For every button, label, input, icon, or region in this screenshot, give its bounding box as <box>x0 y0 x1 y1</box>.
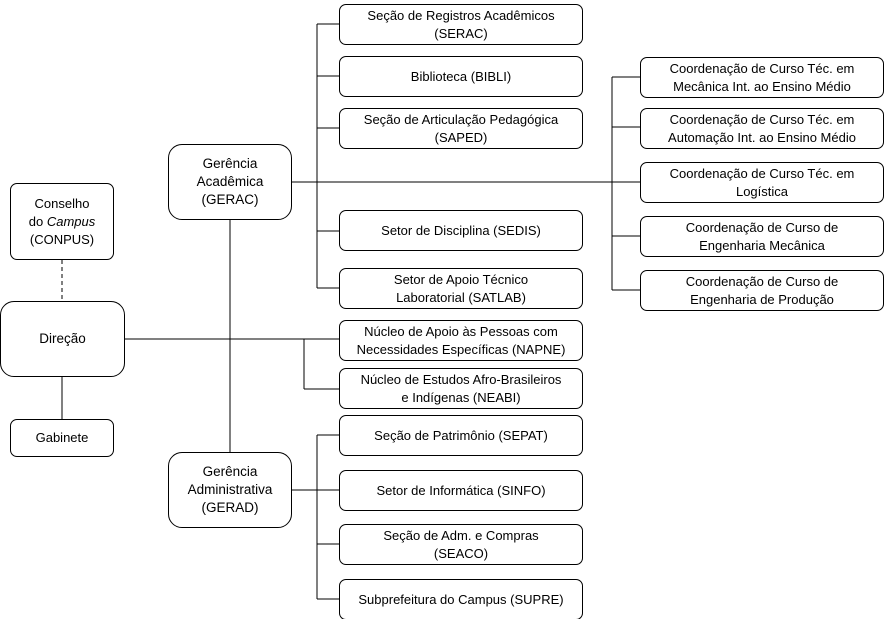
conpus-line1: Conselho <box>34 195 90 211</box>
seaco-box: Seção de Adm. e Compras (SEACO) <box>339 524 583 565</box>
coord-log-box: Coordenação de Curso Téc. em Logística <box>640 162 884 203</box>
sinfo-box: Setor de Informática (SINFO) <box>339 470 583 511</box>
coord-aut-int-box: Coordenação de Curso Téc. em Automação I… <box>640 108 884 149</box>
sinfo-line1: Setor de Informática (SINFO) <box>376 482 546 498</box>
neabi-line2: e Indígenas (NEABI) <box>401 389 521 405</box>
coord-eng-mec-line1: Coordenação de Curso de <box>685 219 839 235</box>
saped-line1: Seção de Articulação Pedagógica <box>363 111 559 127</box>
saped-line2: (SAPED) <box>434 129 488 145</box>
gerac-line1: Gerência <box>202 156 258 171</box>
gerad-line1: Gerência <box>202 464 258 479</box>
gabinete-box: Gabinete <box>10 419 114 457</box>
serac-box: Seção de Registros Acadêmicos (SERAC) <box>339 4 583 45</box>
conpus-line2-prefix: do <box>28 213 47 229</box>
gerac-line2: Acadêmica <box>196 174 264 189</box>
napne-box: Núcleo de Apoio às Pessoas com Necessida… <box>339 320 583 361</box>
conpus-line2: do Campus <box>29 213 96 231</box>
gabinete-line1: Gabinete <box>35 430 89 445</box>
coord-eng-mec-line2: Engenharia Mecânica <box>699 237 825 253</box>
serac-line2: (SERAC) <box>434 25 488 41</box>
seaco-line1: Seção de Adm. e Compras <box>383 527 539 543</box>
serac-line1: Seção de Registros Acadêmicos <box>367 7 555 23</box>
coord-aut-int-line1: Coordenação de Curso Téc. em <box>669 111 855 127</box>
gerac-box: Gerência Acadêmica (GERAC) <box>168 144 292 220</box>
sedis-box: Setor de Disciplina (SEDIS) <box>339 210 583 251</box>
bibli-line1: Biblioteca (BIBLI) <box>410 68 512 84</box>
gerad-line2: Administrativa <box>187 482 273 497</box>
conpus-box: Conselho do Campus (CONPUS) <box>10 183 114 260</box>
coord-eng-prod-box: Coordenação de Curso de Engenharia de Pr… <box>640 270 884 311</box>
satlab-box: Setor de Apoio Técnico Laboratorial (SAT… <box>339 268 583 309</box>
sepat-box: Seção de Patrimônio (SEPAT) <box>339 415 583 456</box>
neabi-box: Núcleo de Estudos Afro-Brasileiros e Ind… <box>339 368 583 409</box>
coord-log-line1: Coordenação de Curso Téc. em <box>669 165 855 181</box>
coord-eng-mec-box: Coordenação de Curso de Engenharia Mecân… <box>640 216 884 257</box>
coord-mec-int-box: Coordenação de Curso Téc. em Mecânica In… <box>640 57 884 98</box>
bibli-box: Biblioteca (BIBLI) <box>339 56 583 97</box>
coord-eng-prod-line1: Coordenação de Curso de <box>685 273 839 289</box>
conpus-line2-italic: Campus <box>46 213 96 229</box>
napne-line1: Núcleo de Apoio às Pessoas com <box>364 323 558 339</box>
direcao-line1: Direção <box>39 331 86 346</box>
sedis-line1: Setor de Disciplina (SEDIS) <box>381 222 541 238</box>
napne-line2: Necessidades Específicas (NAPNE) <box>356 341 566 357</box>
conpus-line3: (CONPUS) <box>29 231 95 247</box>
direcao-box: Direção <box>0 301 125 377</box>
coord-mec-int-line1: Coordenação de Curso Téc. em <box>669 60 855 76</box>
gerad-box: Gerência Administrativa (GERAD) <box>168 452 292 528</box>
gerad-line3: (GERAD) <box>201 500 259 515</box>
coord-log-line2: Logística <box>735 183 789 199</box>
satlab-line1: Setor de Apoio Técnico <box>393 271 529 287</box>
coord-mec-int-line2: Mecânica Int. ao Ensino Médio <box>673 78 851 94</box>
supre-line1: Subprefeitura do Campus (SUPRE) <box>358 591 564 607</box>
supre-box: Subprefeitura do Campus (SUPRE) <box>339 579 583 619</box>
sepat-line1: Seção de Patrimônio (SEPAT) <box>374 427 548 443</box>
satlab-line2: Laboratorial (SATLAB) <box>396 289 526 305</box>
gerac-line3: (GERAC) <box>201 192 259 207</box>
coord-aut-int-line2: Automação Int. ao Ensino Médio <box>668 129 856 145</box>
seaco-line2: (SEACO) <box>433 545 489 561</box>
coord-eng-prod-line2: Engenharia de Produção <box>690 291 834 307</box>
saped-box: Seção de Articulação Pedagógica (SAPED) <box>339 108 583 149</box>
neabi-line1: Núcleo de Estudos Afro-Brasileiros <box>360 371 562 387</box>
